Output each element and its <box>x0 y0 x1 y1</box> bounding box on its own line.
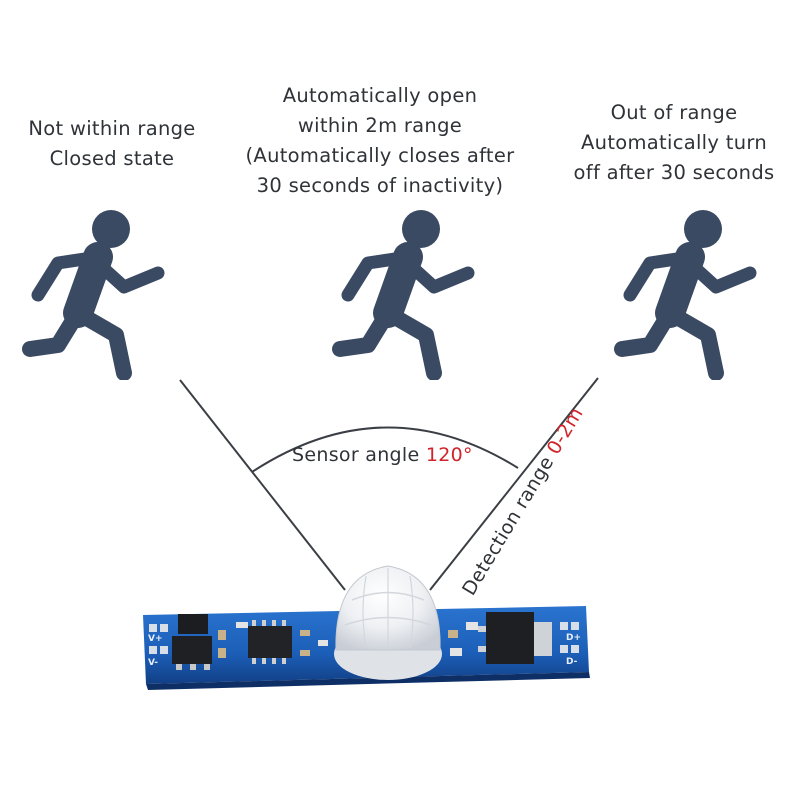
caption-line: off after 30 seconds <box>573 161 775 184</box>
angle-arc <box>251 426 519 473</box>
ic-chip <box>248 626 292 658</box>
sensor-angle-text: Sensor angle <box>292 444 420 466</box>
right-pads: D+ D- <box>560 622 581 667</box>
running-person-icon <box>614 210 757 380</box>
running-person-icon <box>332 210 475 380</box>
caption-line: within 2m range <box>297 114 463 137</box>
left-pads: V+ V- <box>148 624 168 668</box>
caption-not-in-range: Not within range Closed state <box>0 114 224 174</box>
sensor-angle-label: Sensor angle 120° <box>292 444 473 466</box>
mosfet <box>486 612 534 664</box>
component <box>172 636 212 664</box>
pad-label-d-plus: D+ <box>566 633 581 643</box>
caption-line: Automatically turn <box>581 131 767 154</box>
pad-label-d-minus: D- <box>566 657 578 667</box>
pir-dome-icon <box>334 565 442 680</box>
pad-label-v-plus: V+ <box>148 634 163 644</box>
caption-line: 30 seconds of inactivity) <box>256 174 504 197</box>
caption-line: Out of range <box>610 101 738 124</box>
caption-line: Not within range <box>28 117 196 140</box>
cone-right-edge <box>429 377 599 591</box>
caption-line: (Automatically closes after <box>245 144 515 167</box>
sensor-angle-value: 120° <box>425 444 473 466</box>
caption-line: Automatically open <box>282 84 478 107</box>
caption-out-of-range: Out of range Automatically turn off afte… <box>548 98 800 188</box>
caption-line: Closed state <box>49 147 175 170</box>
component <box>178 614 208 634</box>
cone-left-edge <box>179 379 346 591</box>
caption-in-range: Automatically open within 2m range (Auto… <box>220 81 540 201</box>
running-person-icon <box>22 210 165 380</box>
pad-label-v-minus: V- <box>148 658 158 668</box>
